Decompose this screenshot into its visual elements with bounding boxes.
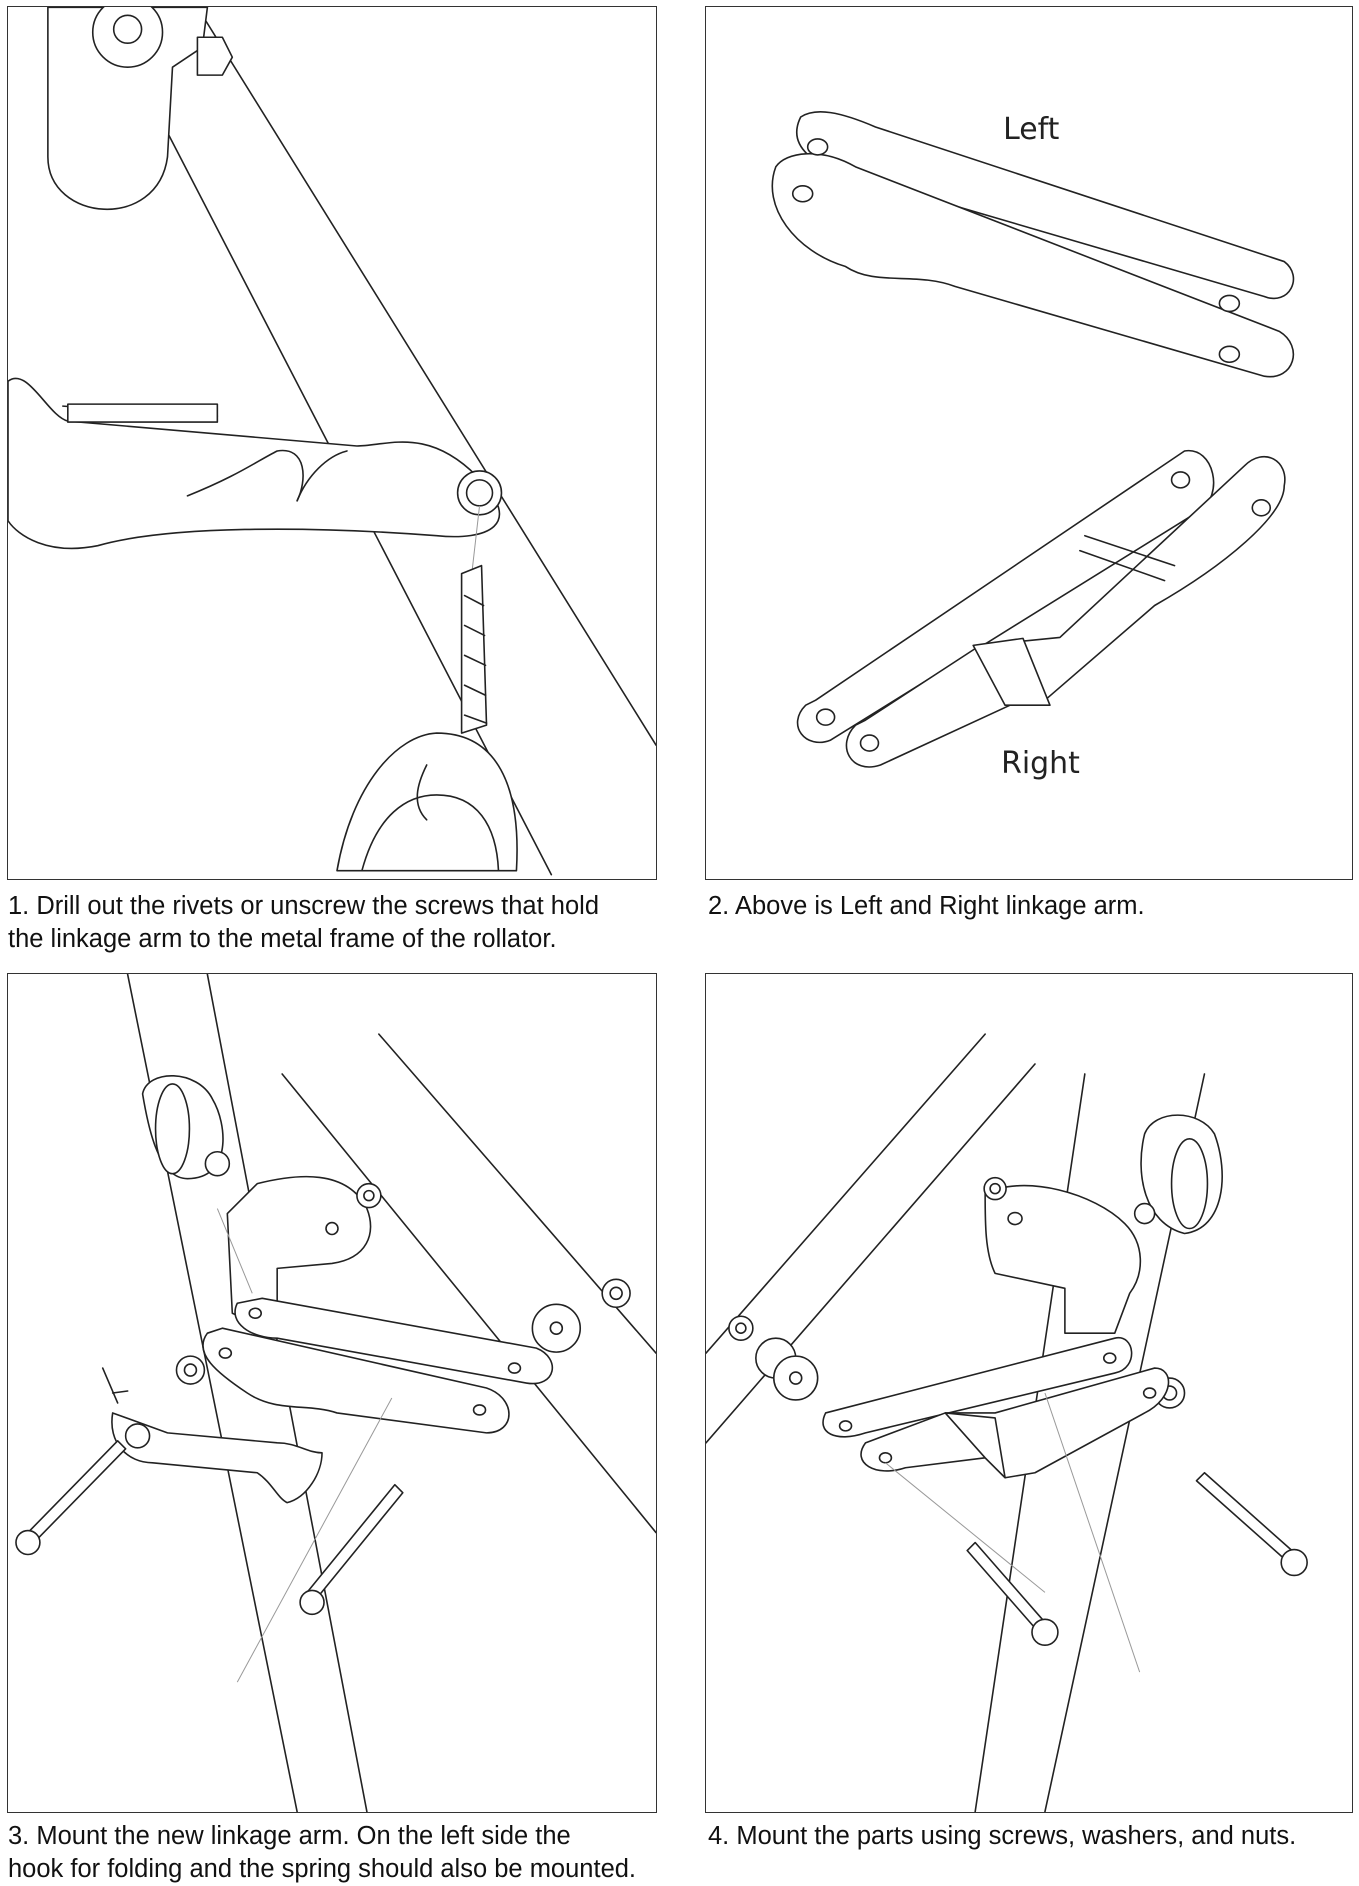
right-linkage-arm — [796, 450, 1286, 768]
step-2-caption: 2. Above is Left and Right linkage arm. — [708, 892, 1145, 920]
mount-parts-drawing — [706, 1033, 1308, 1812]
left-label: Left — [1003, 112, 1059, 147]
step-4-illustration — [705, 973, 1353, 1813]
step-1-caption: 1. Drill out the rivets or unscrew the s… — [8, 892, 599, 953]
step-4-caption: 4. Mount the parts using screws, washers… — [708, 1822, 1297, 1850]
mount-linkage-arm-drawing — [15, 974, 656, 1812]
linkage-arms-drawing: Left Right — [771, 111, 1295, 781]
left-linkage-arm — [771, 111, 1295, 378]
drill-rivet-drawing — [8, 7, 656, 876]
step-3-illustration — [7, 973, 657, 1813]
right-label: Right — [1001, 746, 1080, 781]
step-2-illustration: Left Right — [705, 6, 1353, 880]
step-1-illustration — [7, 6, 657, 880]
step-3-caption: 3. Mount the new linkage arm. On the lef… — [8, 1822, 637, 1883]
